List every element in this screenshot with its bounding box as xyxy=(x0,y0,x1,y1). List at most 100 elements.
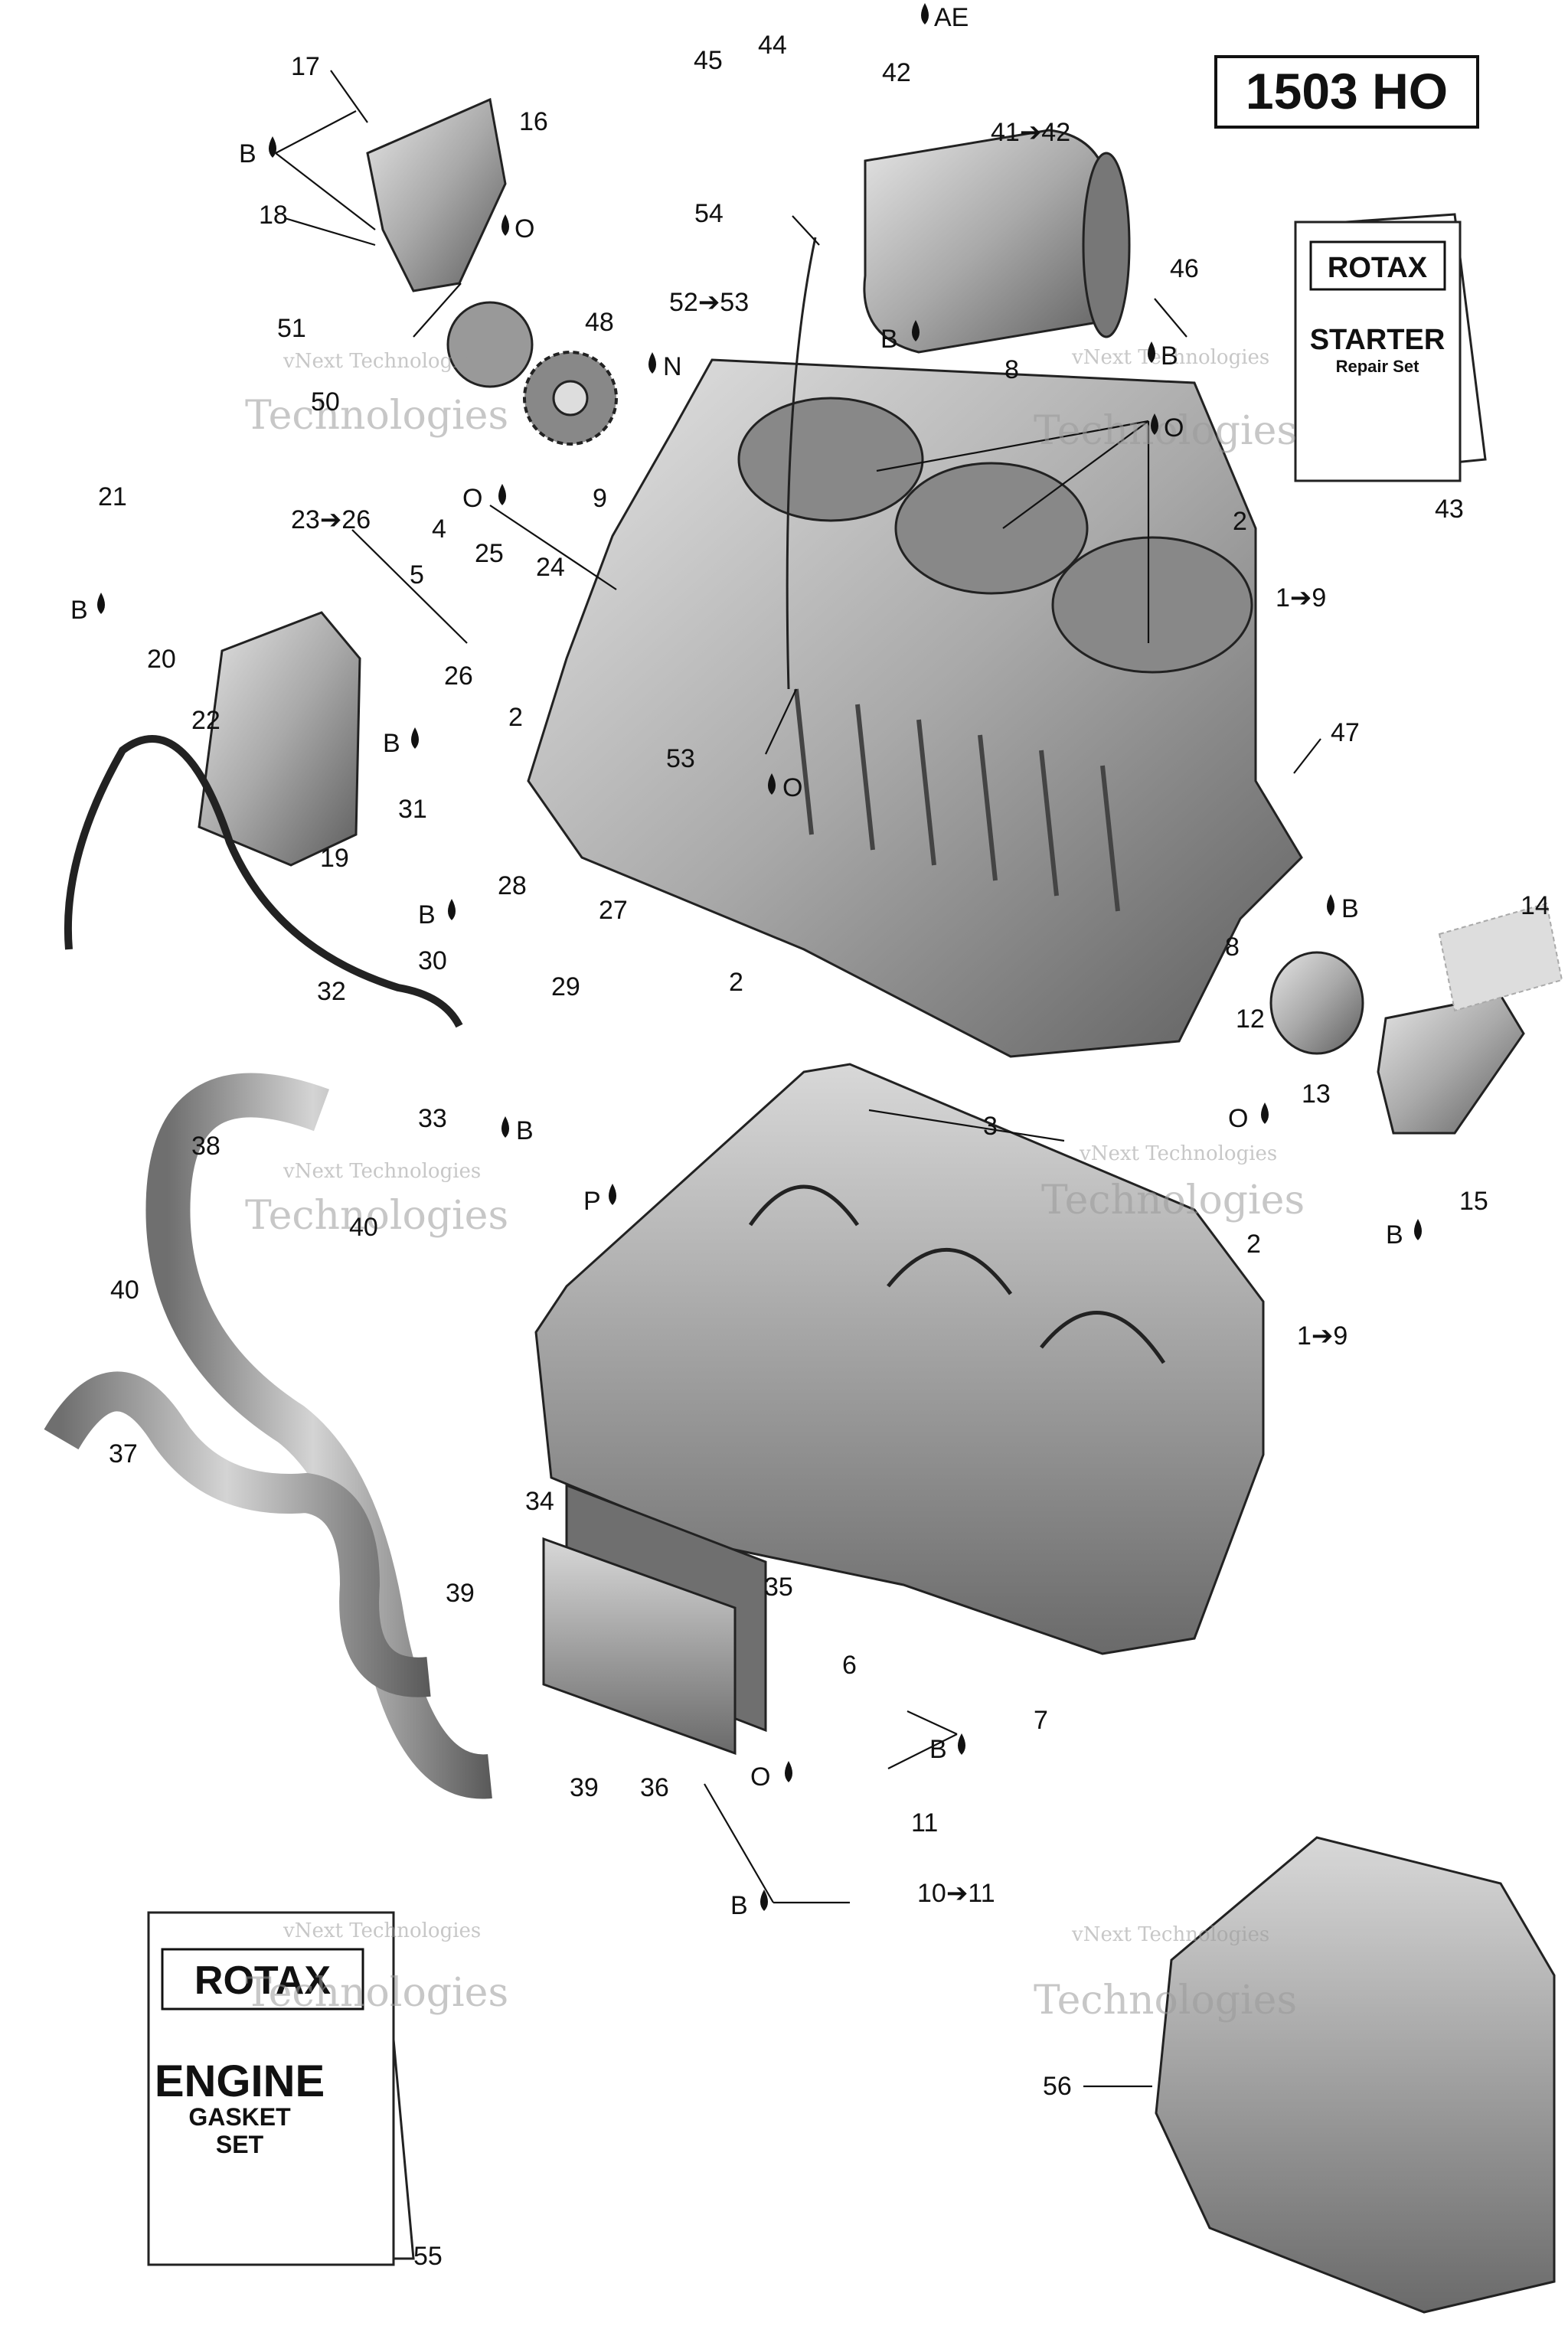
callout-48: 48 xyxy=(585,308,614,337)
callout-o: O xyxy=(782,773,802,802)
callout-50: 50 xyxy=(311,387,340,416)
svg-text:vNext Technologies: vNext Technologies xyxy=(1079,1142,1277,1165)
callout-28: 28 xyxy=(498,871,527,900)
watermark: vNext Technologies Technologies vNext Te… xyxy=(245,346,1305,2024)
lubricant-drop-icon xyxy=(1151,413,1158,435)
callout-39: 39 xyxy=(570,1773,599,1802)
model-label: 1503 HO xyxy=(1214,55,1479,129)
callout-40: 40 xyxy=(110,1276,139,1305)
svg-text:ROTAX: ROTAX xyxy=(1328,252,1428,284)
callout-13: 13 xyxy=(1302,1080,1331,1109)
svg-text:vNext Technologies: vNext Technologies xyxy=(283,350,481,373)
callout-16: 16 xyxy=(519,107,548,136)
callout-33: 33 xyxy=(418,1104,447,1133)
callout-b: B xyxy=(880,325,898,354)
svg-text:Technologies: Technologies xyxy=(245,1193,508,1239)
lubricant-drop-icon xyxy=(501,214,509,236)
callout-54: 54 xyxy=(694,199,724,228)
callout-40: 40 xyxy=(349,1213,378,1242)
svg-text:vNext Technologies: vNext Technologies xyxy=(1071,346,1269,369)
callout-b: B xyxy=(1341,894,1359,923)
svg-text:SET: SET xyxy=(216,2131,264,2158)
complete-engine xyxy=(1155,1836,1556,2314)
callout-7: 7 xyxy=(1034,1706,1048,1735)
callout-18: 18 xyxy=(259,201,288,230)
callout-b: B xyxy=(70,596,88,625)
callout-b: B xyxy=(239,139,256,168)
lubricant-drop-icon xyxy=(1414,1219,1422,1240)
svg-text:Technologies: Technologies xyxy=(245,1970,508,2016)
svg-text:vNext Technologies: vNext Technologies xyxy=(283,1919,481,1942)
callout-17: 17 xyxy=(291,52,320,81)
callout-22: 22 xyxy=(191,706,220,735)
callout-43: 43 xyxy=(1435,495,1464,524)
drive-gear xyxy=(523,351,618,446)
callout-ae: AE xyxy=(934,3,969,32)
lubricant-drop-icon xyxy=(609,1184,616,1205)
callout-41-42: 41➔42 xyxy=(991,118,1070,147)
callout-24: 24 xyxy=(536,553,565,582)
callout-46: 46 xyxy=(1170,254,1199,283)
callout-3: 3 xyxy=(983,1112,998,1141)
callout-o: O xyxy=(1228,1104,1248,1133)
callout-11: 11 xyxy=(911,1808,938,1838)
coolant-hose-37 xyxy=(44,1371,431,1697)
engine-gasket-manual: ROTAX ENGINE GASKET SET xyxy=(147,1911,415,2266)
callout-4: 4 xyxy=(432,514,446,544)
callout-b: B xyxy=(418,900,436,929)
callout-36: 36 xyxy=(640,1773,669,1802)
rear-bracket xyxy=(1377,994,1525,1135)
callout-15: 15 xyxy=(1459,1187,1488,1216)
lubricant-drop-icon xyxy=(958,1733,965,1755)
callout-o: O xyxy=(1164,413,1184,443)
lubricant-drop-icon xyxy=(912,320,920,341)
callout-20: 20 xyxy=(147,645,176,674)
callout-o: O xyxy=(514,214,534,243)
svg-text:1503 HO: 1503 HO xyxy=(1246,63,1448,119)
callout-1-9: 1➔9 xyxy=(1276,583,1326,612)
callout-42: 42 xyxy=(882,58,911,87)
callout-32: 32 xyxy=(317,977,346,1006)
callout-44: 44 xyxy=(758,31,787,60)
callout-10-11: 10➔11 xyxy=(917,1879,995,1908)
lubricant-drop-icon xyxy=(648,352,656,374)
callout-2: 2 xyxy=(1233,507,1247,536)
callout-35: 35 xyxy=(764,1573,793,1602)
lubricant-drop-icon xyxy=(501,1116,509,1138)
callout-b: B xyxy=(1386,1220,1403,1250)
callout-5: 5 xyxy=(410,560,424,590)
callout-labels: 17 16 B 18 45 44 AE 42 41➔42 54 52➔53 46… xyxy=(70,3,1550,2271)
callout-39: 39 xyxy=(446,1579,475,1608)
callout-38: 38 xyxy=(191,1132,220,1161)
callout-2: 2 xyxy=(1246,1230,1261,1259)
callout-8: 8 xyxy=(1004,355,1019,384)
callout-8: 8 xyxy=(1225,933,1240,962)
callout-29: 29 xyxy=(551,972,580,1001)
coolant-hose-38 xyxy=(145,1073,492,1799)
svg-text:Repair Set: Repair Set xyxy=(1336,357,1419,376)
lubricant-drop-icon xyxy=(269,136,276,158)
svg-text:ENGINE: ENGINE xyxy=(155,2056,325,2106)
oil-cooler xyxy=(542,1483,767,1756)
svg-text:Technologies: Technologies xyxy=(1041,1178,1305,1223)
callout-1-9: 1➔9 xyxy=(1297,1321,1348,1351)
lubricant-drop-icon xyxy=(498,484,506,505)
callout-52-53: 52➔53 xyxy=(669,288,749,317)
callout-6: 6 xyxy=(842,1651,857,1680)
svg-text:vNext Technologies: vNext Technologies xyxy=(1071,1923,1269,1946)
callout-34: 34 xyxy=(525,1487,554,1516)
callout-47: 47 xyxy=(1331,718,1360,747)
svg-text:Technologies: Technologies xyxy=(245,393,508,439)
water-pump xyxy=(366,97,534,388)
svg-text:Technologies: Technologies xyxy=(1034,408,1297,454)
callout-30: 30 xyxy=(418,946,447,975)
callout-b: B xyxy=(1161,341,1178,371)
callout-19: 19 xyxy=(320,844,349,873)
cover-plug xyxy=(1269,951,1364,1055)
callout-o: O xyxy=(462,484,482,513)
svg-text:ROTAX: ROTAX xyxy=(194,1958,331,2003)
callout-b: B xyxy=(730,1891,748,1920)
callout-27: 27 xyxy=(599,896,628,925)
callout-45: 45 xyxy=(694,46,723,75)
lubricant-drop-icon xyxy=(1148,341,1155,363)
